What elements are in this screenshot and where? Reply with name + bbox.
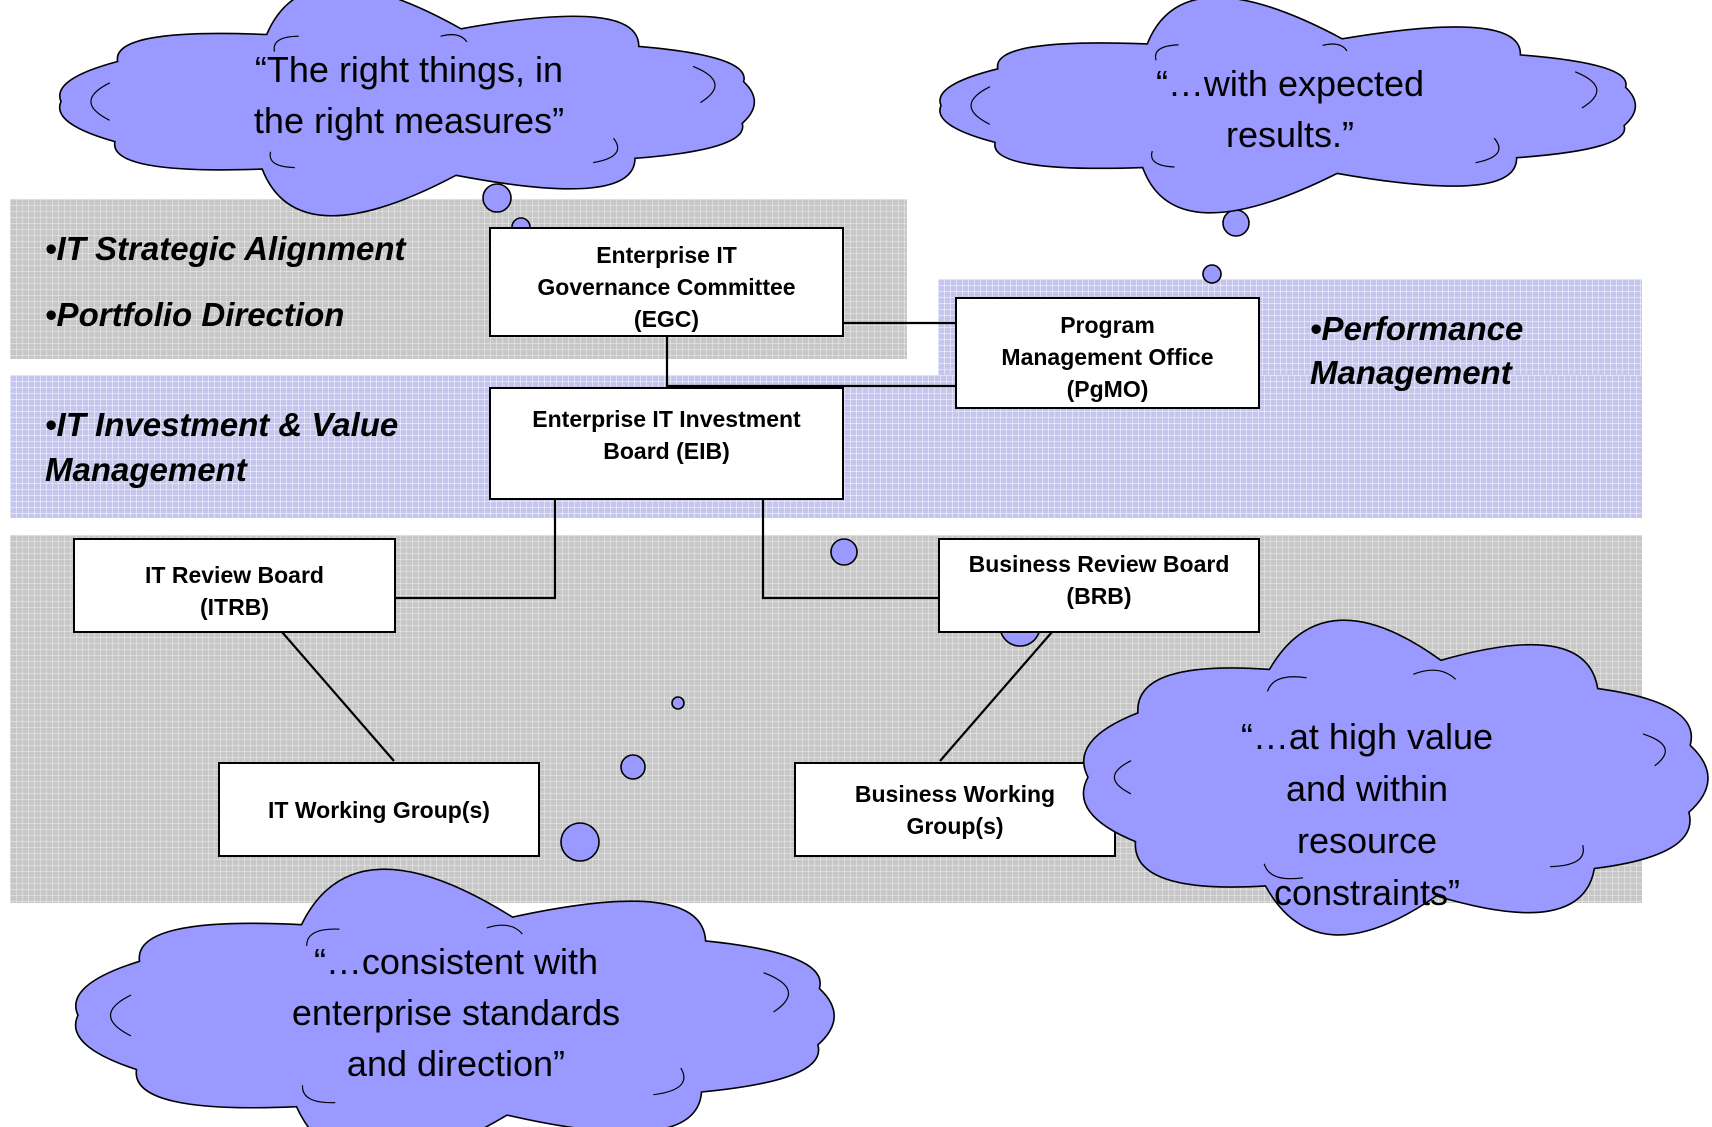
bwg-line-1: Business Working: [854, 780, 1056, 807]
bwg-box: Business Working Group(s): [794, 762, 1116, 857]
cloud-scallop: [301, 1085, 336, 1104]
cloud-consistent-line-3: and direction”: [346, 1043, 566, 1084]
cloud-shape: [1082, 619, 1709, 936]
cloud-consistent-line-1: “…consistent with: [313, 941, 599, 982]
pgmo-line-1: Program: [1060, 312, 1155, 338]
cloud-shape: [58, 0, 756, 217]
itwg-line-1: IT Working Group(s): [268, 796, 490, 823]
cloud-outline: [58, 0, 756, 217]
egc-line-3: (EGC): [633, 306, 700, 332]
bubble-dot: [620, 754, 646, 780]
cloud-scallop: [1154, 44, 1179, 61]
cloud-consistent-text: “…consistent with enterprise standards a…: [72, 936, 840, 1089]
itrb-itwg-connector: [281, 631, 395, 762]
cloud-right-things: “The right things, in the right measures…: [55, 0, 763, 217]
cloud-scallop: [1113, 760, 1132, 795]
cloud-expected-results-line-1: “…with expected: [1155, 63, 1425, 104]
cloud-high-value: “…at high value and within resource cons…: [1082, 619, 1709, 936]
performance-management-label-2: Management: [1310, 354, 1512, 391]
investment-value-label-2: Management: [45, 451, 247, 488]
pgmo-box: Program Management Office (PgMO): [955, 297, 1260, 409]
cloud-scallop: [1150, 150, 1175, 168]
cloud-scallop: [269, 151, 295, 169]
cloud-scallop: [653, 1067, 685, 1096]
eib-itrb-connector: [396, 499, 557, 600]
bwg-line-2: Group(s): [906, 812, 1004, 839]
cloud-outline: [939, 0, 1637, 214]
cloud-expected-results-line-2: results.”: [1225, 114, 1355, 155]
cloud-right-things-line-2: the right measures”: [253, 100, 565, 141]
cloud-scallop: [1413, 669, 1457, 680]
bubble-dot: [1202, 264, 1222, 284]
brb-line-1: Business Review Board: [968, 551, 1230, 577]
brb-line-2: (BRB): [1066, 583, 1132, 609]
investment-value-label: •IT Investment & Value: [45, 406, 399, 443]
cloud-scallop: [1475, 137, 1500, 164]
strategic-alignment-label: •IT Strategic Alignment: [45, 230, 406, 267]
cloud-scallop: [1322, 43, 1348, 52]
brb-bwg-connector: [939, 631, 1053, 762]
connector-lines: [281, 321, 1053, 762]
cloud-high-value-text: “…at high value and within resource cons…: [1054, 711, 1680, 919]
cloud-scallop: [486, 924, 523, 935]
cloud-scallop: [440, 34, 468, 43]
itrb-line-1: IT Review Board: [145, 562, 324, 588]
cloud-high-value-line-3: resource: [1296, 820, 1438, 861]
cloud-scallop: [593, 137, 619, 164]
bubble-dot: [671, 696, 685, 710]
cloud-expected-results-text: “…with expected results.”: [935, 58, 1645, 160]
cloud-right-things-line-1: “The right things, in: [254, 49, 564, 90]
cloud-scallop: [692, 65, 716, 104]
itrb-line-2: (ITRB): [200, 594, 269, 620]
cloud-scallop: [1550, 844, 1584, 868]
portfolio-direction-label: •Portfolio Direction: [45, 296, 345, 333]
cloud-consistent-line-2: enterprise standards: [291, 992, 621, 1033]
pgmo-line-2: Management Office: [1001, 344, 1214, 370]
eib-box: Enterprise IT Investment Board (EIB): [489, 387, 844, 500]
cloud-shape: [939, 0, 1637, 214]
cloud-shape: [74, 868, 835, 1127]
itwg-box: IT Working Group(s): [218, 762, 540, 857]
cloud-scallop: [306, 928, 340, 946]
cloud-high-value-line-1: “…at high value: [1240, 716, 1494, 757]
egc-box: Enterprise IT Governance Committee (EGC): [489, 227, 844, 337]
performance-management-label: •Performance: [1310, 310, 1524, 347]
eib-brb-connector: [761, 499, 938, 600]
egc-line-2: Governance Committee: [537, 274, 796, 300]
cloud-expected-results: “…with expected results.”: [935, 0, 1645, 214]
eib-line-1: Enterprise IT Investment: [532, 406, 801, 432]
cloud-scallop: [110, 994, 132, 1037]
pgmo-line-3: (PgMO): [1066, 376, 1149, 402]
bubble-dot: [560, 822, 600, 862]
cloud-scallop: [763, 972, 790, 1013]
cloud-scallop: [273, 35, 299, 52]
cloud-outline: [74, 868, 835, 1127]
cloud-scallop: [970, 86, 991, 125]
cloud-right-things-text: “The right things, in the right measures…: [55, 44, 763, 146]
cloud-consistent: “…consistent with enterprise standards a…: [72, 868, 840, 1127]
bubble-dot: [482, 183, 512, 213]
itrb-box: IT Review Board (ITRB): [73, 538, 396, 633]
cloud-scallop: [1642, 733, 1666, 767]
bubble-dot: [830, 538, 858, 566]
cloud-scallop: [1263, 863, 1304, 880]
cloud-scallop: [1574, 71, 1598, 109]
cloud-high-value-line-2: and within: [1285, 768, 1449, 809]
cloud-scallop: [90, 82, 111, 121]
cloud-outline: [1082, 619, 1709, 936]
cloud-high-value-line-4: constraints”: [1273, 872, 1461, 913]
brb-box: Business Review Board (BRB): [938, 538, 1260, 633]
egc-line-1: Enterprise IT: [596, 242, 737, 268]
eib-line-2: Board (EIB): [603, 438, 730, 464]
bubble-dot: [1222, 209, 1250, 237]
cloud-scallop: [1266, 676, 1307, 692]
